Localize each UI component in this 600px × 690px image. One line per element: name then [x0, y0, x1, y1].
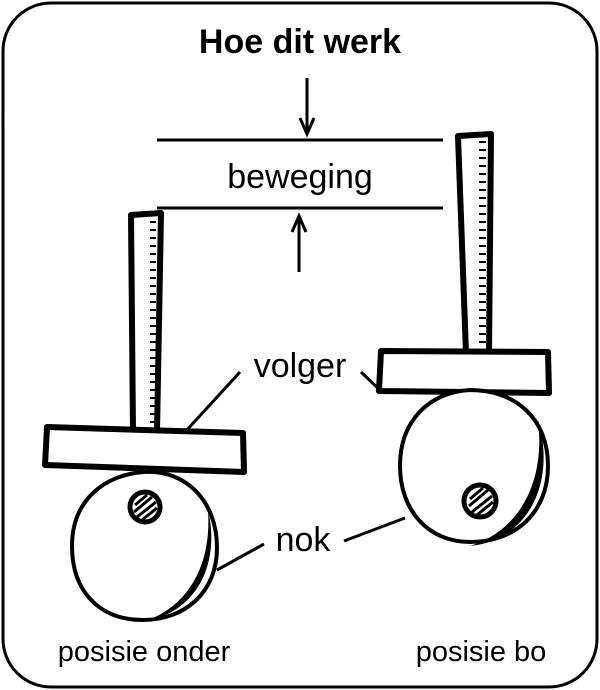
low-position-label: posisie onder: [58, 636, 231, 668]
down-arrowhead: [298, 117, 316, 138]
callout-nok-left: [216, 542, 265, 572]
callout-nok-right: [343, 516, 406, 543]
callout-volger-right: [359, 370, 384, 394]
follower-label: volger: [254, 347, 347, 385]
rod-teeth-high: [479, 141, 486, 343]
cam-low: [69, 469, 220, 623]
cam-shaft-high: [461, 482, 499, 520]
callout-lines: [183, 370, 406, 572]
follower-low: [42, 210, 247, 475]
cam-body-low: [69, 469, 220, 623]
callout-volger-left: [183, 370, 242, 434]
follower-plate-high: [376, 348, 552, 396]
diagram-title: Hoe dit werk: [199, 23, 401, 61]
cam-high: [397, 387, 551, 546]
up-arrowhead: [290, 212, 308, 233]
follower-rod-low: [128, 210, 164, 435]
follower-plate-low: [42, 424, 247, 475]
follower-rod-high: [455, 131, 494, 356]
cam-shaft-low: [127, 489, 163, 525]
cam-shadow-high: [470, 420, 544, 546]
follower-high: [376, 131, 552, 396]
cam-label: nok: [276, 521, 332, 559]
cam-body-high: [397, 387, 551, 545]
rod-teeth-low: [150, 221, 156, 423]
motion-label: beweging: [227, 158, 373, 196]
motion-indicator: [157, 78, 443, 272]
high-position-label: posisie bo: [416, 636, 547, 668]
